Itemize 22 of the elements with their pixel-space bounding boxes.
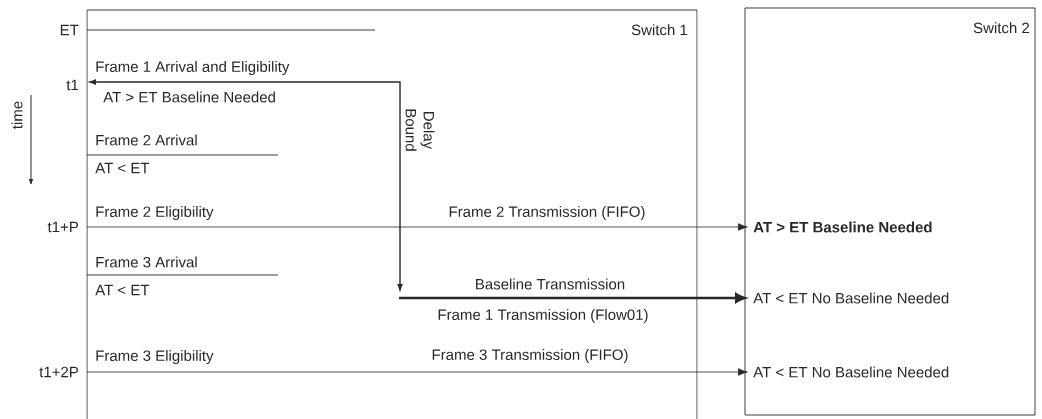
time-label: t1+2P xyxy=(39,366,78,378)
arrow xyxy=(86,223,748,231)
edge-label: Frame 2 Transmission (FIFO) xyxy=(449,206,645,220)
status-text: AT < ET No Baseline Needed xyxy=(753,366,949,378)
event-label: Frame 2 Arrival xyxy=(96,134,197,146)
arrow xyxy=(86,368,748,376)
condition-text: AT < ET xyxy=(95,162,150,174)
event-label: Frame 3 Eligibility xyxy=(96,350,214,364)
transmission-label: Frame 1 Transmission (Flow01) xyxy=(438,309,648,323)
status-text: AT > ET Baseline Needed xyxy=(753,221,932,233)
condition-text: AT < ET xyxy=(95,284,150,296)
axis-label: time xyxy=(11,101,23,129)
event-label: Frame 2 Eligibility xyxy=(96,206,214,220)
condition-text: AT > ET Baseline Needed xyxy=(103,91,275,103)
event-label: Frame 3 Arrival xyxy=(96,256,197,268)
arrow xyxy=(399,293,746,303)
time-label: t1+P xyxy=(47,221,78,233)
edge-label: Frame 3 Transmission (FIFO) xyxy=(432,349,628,363)
status-text: AT < ET No Baseline Needed xyxy=(753,292,949,304)
edge-label: Baseline Transmission xyxy=(476,278,625,290)
event-label: Frame 1 Arrival and Eligibility xyxy=(96,61,290,75)
dimension-label: Delay Bound xyxy=(405,109,435,151)
